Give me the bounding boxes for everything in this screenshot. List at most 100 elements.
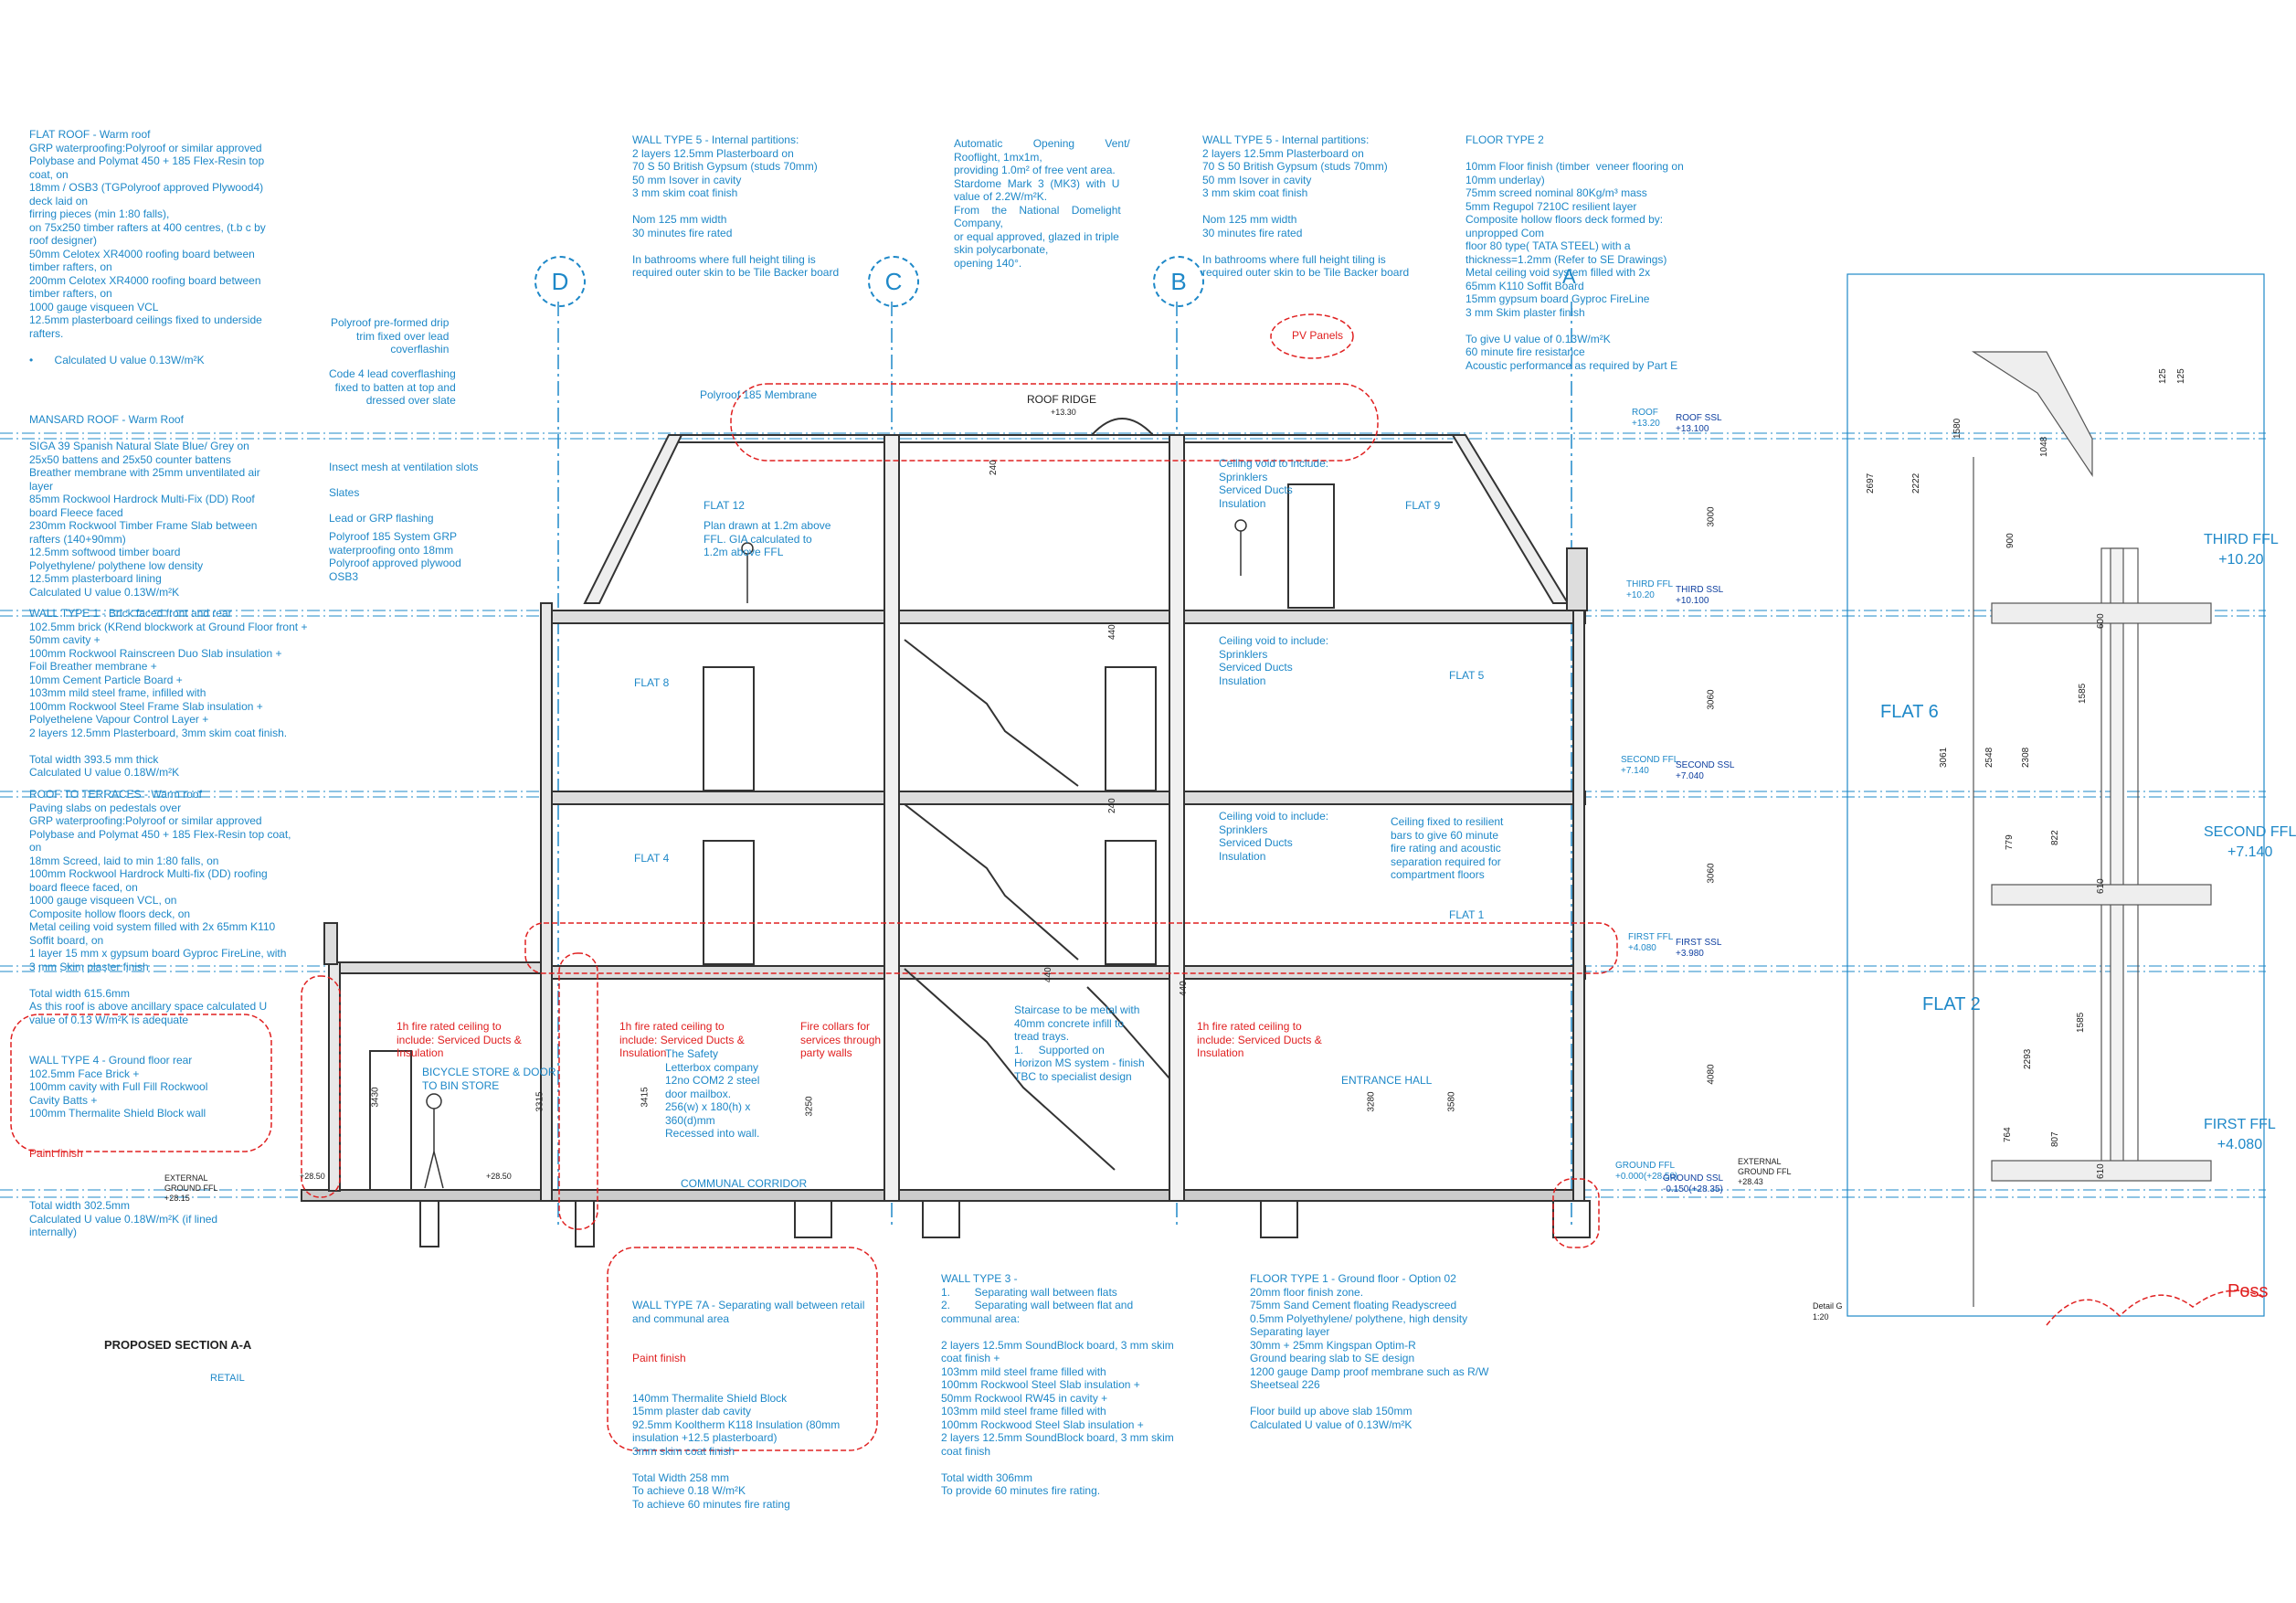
grid-label-d: D [534, 256, 586, 307]
label-corridor: COMMUNAL CORRIDOR [681, 1177, 808, 1190]
label-fire-collars: Fire collars for services through party … [800, 1020, 882, 1059]
detail-flat6: FLAT 6 [1880, 702, 1939, 722]
detail-dim: 779 [2005, 834, 2015, 850]
detail-dim: 1048 [2039, 436, 2049, 457]
callout-lead: Lead or GRP flashing [329, 512, 434, 525]
level-first-a: FIRST FFL +4.080 [1628, 932, 1674, 953]
dim-3250: 3250 [804, 1096, 815, 1117]
dim-3280: 3280 [1366, 1091, 1377, 1112]
callout-ridge-level: +13.30 [1051, 408, 1076, 417]
note-wall-type-4-b: Total width 302.5mm Calculated U value 0… [29, 1199, 218, 1238]
level-second-b: SECOND SSL +7.040 [1676, 760, 1735, 781]
grid-label-b: B [1153, 256, 1204, 307]
detail-dim: 822 [2050, 830, 2060, 845]
label-flat5: FLAT 5 [1449, 669, 1485, 682]
label-flat12: FLAT 12 [704, 499, 745, 512]
note-wall-type-7a: WALL TYPE 7A - Separating wall between r… [632, 1272, 864, 1524]
detail-dim: 3061 [1939, 747, 1949, 768]
level-roof-b: ROOF SSL +13.100 [1676, 413, 1722, 434]
detail-dim: 2697 [1866, 472, 1876, 494]
dim-3315: 3315 [534, 1091, 545, 1112]
dim-3580: 3580 [1446, 1091, 1457, 1112]
dim-small: 440 [1043, 967, 1053, 982]
dim-4080: 4080 [1706, 1064, 1717, 1085]
detail-dim: 125 [2158, 368, 2168, 384]
grid-label-c: C [868, 256, 919, 307]
note-wall-type-3: WALL TYPE 3 - 1. Separating wall between… [941, 1272, 1174, 1497]
detail-dim: 125 [2176, 368, 2186, 384]
grid-label-a: A [1562, 265, 1576, 288]
detail-first: FIRST FFL +4.080 [2204, 1117, 2276, 1152]
detail-dim: 610 [2096, 878, 2106, 894]
note-wall-7a-paint: Paint finish [632, 1352, 686, 1364]
note-wall-type-1: WALL TYPE 1 - Brick faced front and rear… [29, 607, 308, 779]
note-wall-7a-b: 140mm Thermalite Shield Block 15mm plast… [632, 1391, 841, 1511]
level-second-a: SECOND FFL +7.140 [1621, 755, 1679, 776]
callout-code4: Code 4 lead coverflashing fixed to batte… [329, 367, 456, 407]
note-wall-type-4-paint: Paint finish [29, 1146, 83, 1160]
label-bicycle: BICYCLE STORE & DOOR TO BIN STORE [422, 1066, 556, 1092]
detail-label: Detail G [1813, 1301, 1843, 1311]
callout-membrane: Polyroof 185 Membrane [700, 388, 818, 401]
detail-flat2: FLAT 2 [1922, 994, 1981, 1014]
callout-insect: Insect mesh at ventilation slots [329, 461, 479, 473]
callout-roof-ridge: ROOF RIDGE [1027, 393, 1097, 406]
note-floor-type-2: FLOOR TYPE 2 10mm Floor finish (timber v… [1465, 133, 1684, 372]
note-wall-type-5-left: WALL TYPE 5 - Internal partitions: 2 lay… [632, 133, 840, 279]
level-third-b: THIRD SSL +10.100 [1676, 585, 1724, 606]
note-rooflight: Automatic Opening Vent/ Rooflight, 1mx1m… [954, 137, 1130, 270]
callout-polyroof185: Polyroof 185 System GRP waterproofing on… [329, 530, 461, 583]
label-ceiling-fixed: Ceiling fixed to resilient bars to give … [1391, 815, 1504, 881]
note-wall-type-4-a: WALL TYPE 4 - Ground floor rear 102.5mm … [29, 1054, 208, 1120]
note-wall-type-4: WALL TYPE 4 - Ground floor rear 102.5mm … [29, 1027, 217, 1252]
label-flat9: FLAT 9 [1405, 499, 1441, 512]
dim-3060-a: 3060 [1706, 689, 1717, 710]
dim-small: 440 [1107, 624, 1117, 640]
detail-dim: 2293 [2023, 1048, 2033, 1069]
label-level-2850-a: +28.50 [300, 1172, 325, 1181]
note-floor-type-1: FLOOR TYPE 1 - Ground floor - Option 02 … [1250, 1272, 1489, 1431]
label-flat12-note: Plan drawn at 1.2m above FFL. GIA calcul… [704, 519, 831, 558]
detail-dim: 1585 [2076, 1012, 2086, 1033]
note-mansard-roof: MANSARD ROOF - Warm Roof SIGA 39 Spanish… [29, 413, 260, 599]
label-external-right: EXTERNAL GROUND FFL +28.43 [1738, 1157, 1792, 1186]
dim-3430: 3430 [370, 1087, 381, 1108]
label-flat8: FLAT 8 [634, 676, 670, 689]
label-staircase: Staircase to be metal with 40mm concrete… [1014, 1003, 1145, 1083]
detail-dim: 1580 [1952, 418, 1963, 439]
detail-second: SECOND FFL +7.140 [2204, 824, 2296, 860]
callout-pv-panels: PV Panels [1292, 329, 1344, 342]
label-fire-rated-1: 1h fire rated ceiling to include: Servic… [397, 1020, 522, 1059]
detail-dim: 610 [2096, 1163, 2106, 1179]
dim-3415: 3415 [640, 1087, 651, 1108]
level-first-b: FIRST SSL +3.980 [1676, 938, 1722, 959]
detail-third: THIRD FFL +10.20 [2204, 532, 2279, 568]
label-fire-rated-3: 1h fire rated ceiling to include: Servic… [1197, 1020, 1322, 1059]
label-level-2850-b: +28.50 [486, 1172, 512, 1181]
drawing-subtitle: RETAIL [210, 1373, 245, 1384]
dim-3000: 3000 [1706, 506, 1717, 527]
detail-poss: Poss [2227, 1281, 2269, 1301]
label-flat4: FLAT 4 [634, 852, 670, 865]
note-wall-7a-a: WALL TYPE 7A - Separating wall between r… [632, 1299, 865, 1325]
dim-small: 240 [989, 460, 999, 475]
dim-3060-b: 3060 [1706, 863, 1717, 884]
detail-dim: 1585 [2078, 683, 2088, 704]
level-roof-a: ROOF +13.20 [1632, 408, 1660, 429]
label-flat1: FLAT 1 [1449, 908, 1485, 921]
callout-drip-trim: Polyroof pre-formed drip trim fixed over… [331, 316, 450, 356]
detail-dim: 600 [2096, 613, 2106, 629]
drawing-title: PROPOSED SECTION A-A [104, 1338, 252, 1352]
dim-small: 240 [1107, 798, 1117, 813]
note-roof-terraces: ROOF TO TERRACES - Warm roof Paving slab… [29, 788, 291, 1026]
callout-slates: Slates [329, 486, 360, 499]
level-third-a: THIRD FFL +10.20 [1626, 579, 1674, 600]
level-ground-a: GROUND FFL +0.000(+28.50) [1615, 1161, 1678, 1182]
level-ground-b: GROUND SSL -0.150(+28.35) [1663, 1173, 1724, 1194]
note-flat-roof: FLAT ROOF - Warm roof GRP waterproofing:… [29, 128, 266, 366]
label-ceiling-void-2: Ceiling void to include: Sprinklers Serv… [1219, 634, 1329, 687]
detail-scale: 1:20 [1813, 1312, 1829, 1322]
label-letterbox: The Safety Letterbox company 12no COM2 2… [665, 1047, 760, 1140]
detail-dim: 2308 [2021, 747, 2031, 768]
